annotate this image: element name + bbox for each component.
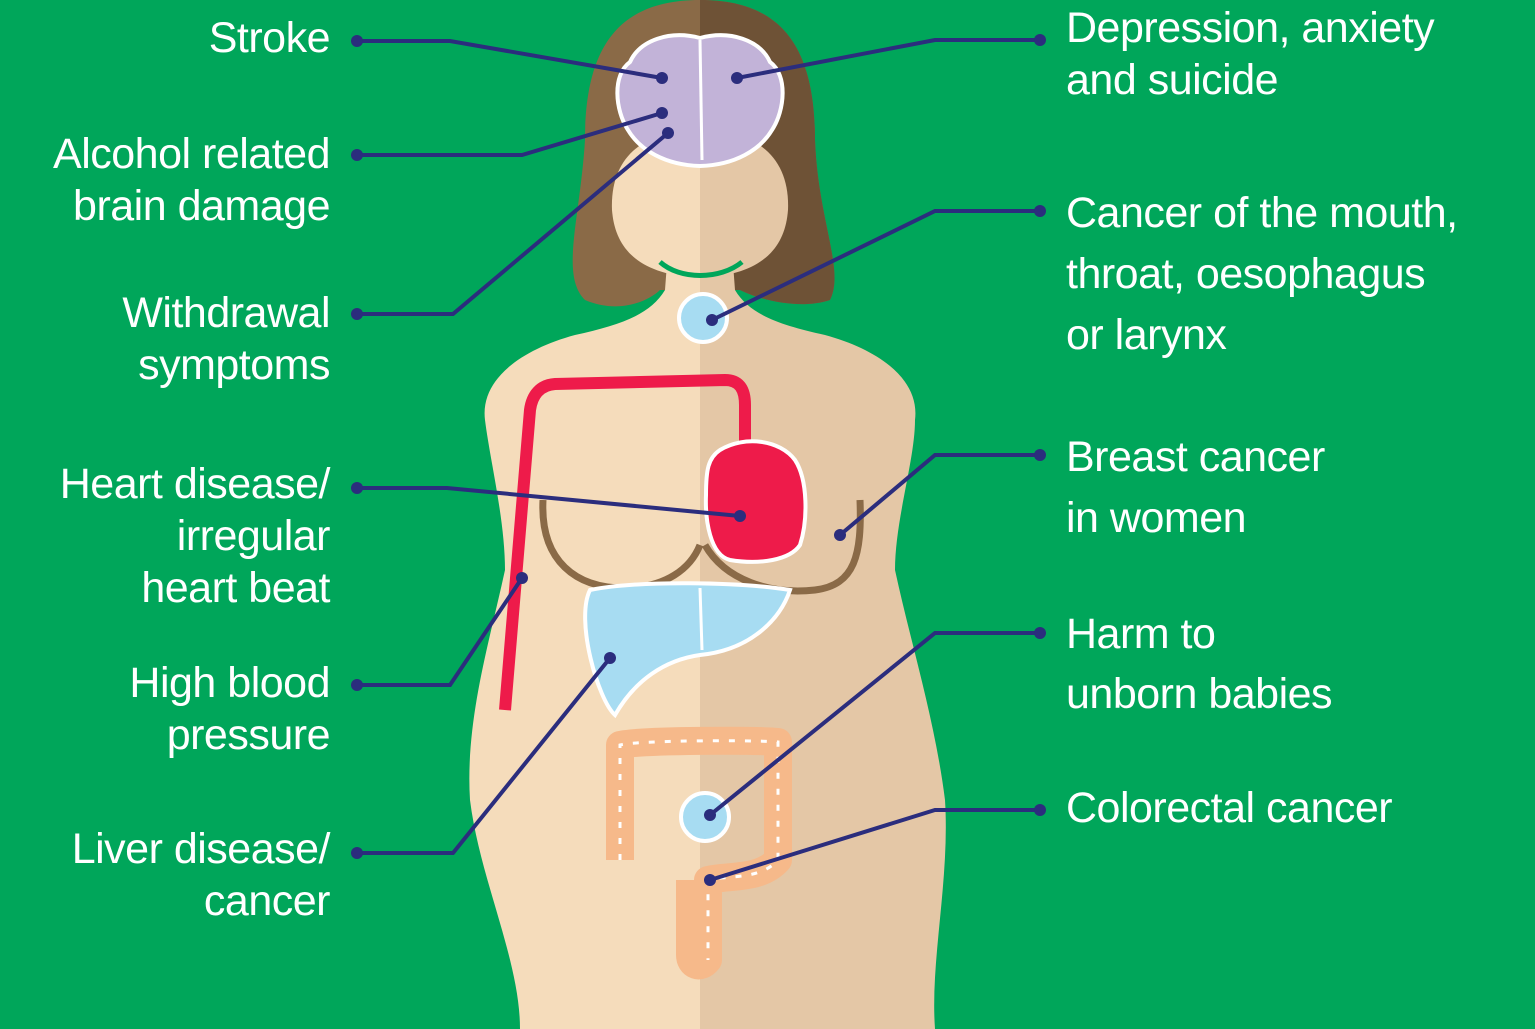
label-colorectal: Colorectal cancer bbox=[1066, 782, 1392, 834]
label-unborn-line2: unborn babies bbox=[1066, 664, 1332, 724]
label-heart-line1: Heart disease/ bbox=[60, 458, 330, 510]
label-unborn: Harm to unborn babies bbox=[1066, 604, 1332, 724]
label-withdrawal-line1: Withdrawal bbox=[122, 287, 330, 339]
label-brain-damage: Alcohol related brain damage bbox=[53, 128, 330, 232]
label-depression: Depression, anxiety and suicide bbox=[1066, 2, 1434, 106]
label-stroke: Stroke bbox=[209, 12, 330, 64]
label-blood-pressure-line1: High blood bbox=[129, 657, 330, 709]
label-blood-pressure: High blood pressure bbox=[129, 657, 330, 761]
label-breast-cancer-line1: Breast cancer bbox=[1066, 427, 1325, 488]
label-unborn-line1: Harm to bbox=[1066, 604, 1332, 664]
label-withdrawal-line2: symptoms bbox=[122, 339, 330, 391]
label-mouth-cancer-line2: throat, oesophagus bbox=[1066, 244, 1458, 305]
label-stroke-line1: Stroke bbox=[209, 12, 330, 64]
label-heart-line2: irregular bbox=[60, 510, 330, 562]
label-depression-line1: Depression, anxiety bbox=[1066, 2, 1434, 54]
label-mouth-cancer-line1: Cancer of the mouth, bbox=[1066, 183, 1458, 244]
label-blood-pressure-line2: pressure bbox=[129, 709, 330, 761]
label-mouth-cancer: Cancer of the mouth, throat, oesophagus … bbox=[1066, 183, 1458, 366]
heart bbox=[706, 441, 806, 562]
label-breast-cancer-line2: in women bbox=[1066, 488, 1325, 549]
label-heart: Heart disease/ irregular heart beat bbox=[60, 458, 330, 614]
label-withdrawal: Withdrawal symptoms bbox=[122, 287, 330, 391]
label-heart-line3: heart beat bbox=[60, 562, 330, 614]
label-brain-damage-line2: brain damage bbox=[53, 180, 330, 232]
label-depression-line2: and suicide bbox=[1066, 54, 1434, 106]
liver-lobe bbox=[700, 588, 702, 650]
label-colorectal-line1: Colorectal cancer bbox=[1066, 782, 1392, 834]
label-liver-line2: cancer bbox=[72, 875, 330, 927]
brain-fissure bbox=[700, 40, 702, 160]
label-brain-damage-line1: Alcohol related bbox=[53, 128, 330, 180]
label-mouth-cancer-line3: or larynx bbox=[1066, 305, 1458, 366]
label-breast-cancer: Breast cancer in women bbox=[1066, 427, 1325, 549]
label-liver: Liver disease/ cancer bbox=[72, 823, 330, 927]
label-liver-line1: Liver disease/ bbox=[72, 823, 330, 875]
